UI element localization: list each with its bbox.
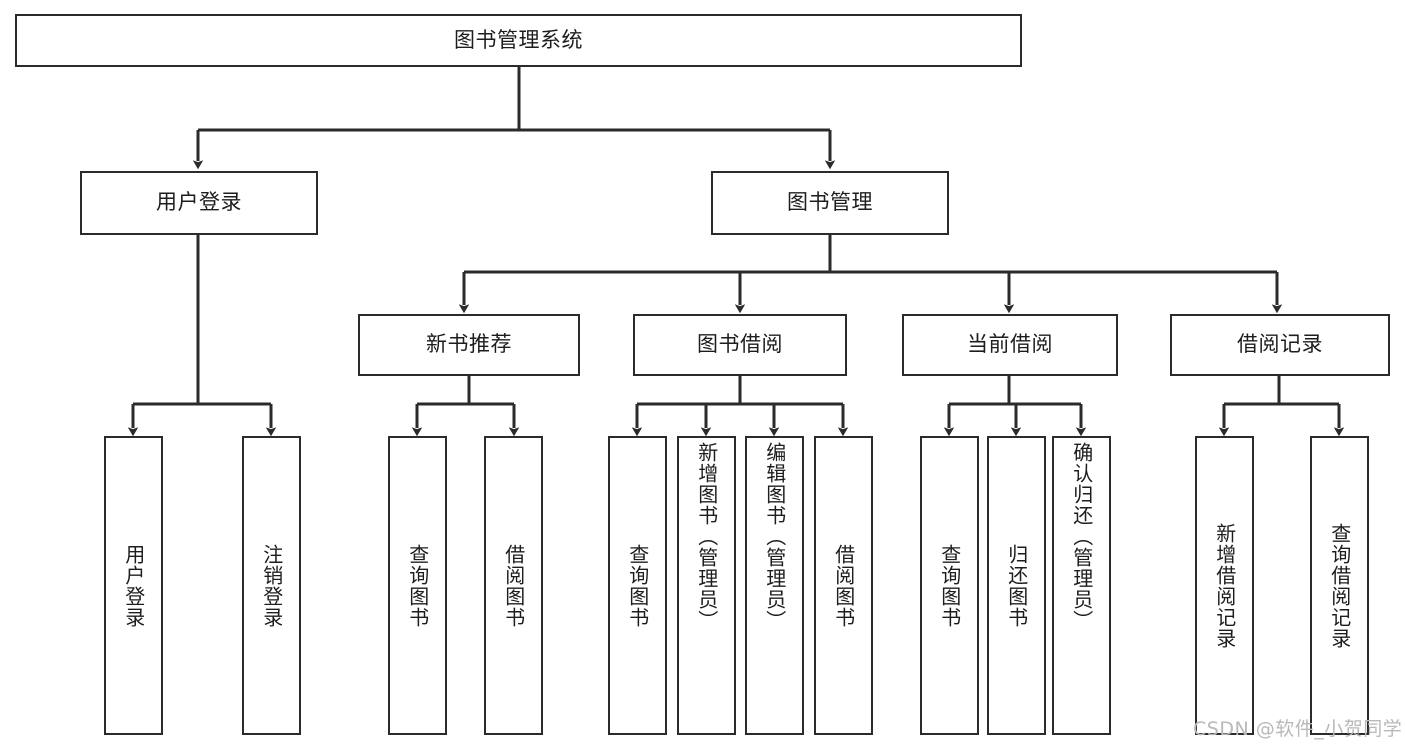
node-root[interactable]: 图书管理系统 — [15, 14, 1022, 67]
node-current-borrow[interactable]: 当前借阅 — [902, 314, 1118, 376]
node-leaf-edit-book[interactable]: 编辑图书（管理员） — [745, 436, 804, 735]
node-leaf-query-book-2[interactable]: 查询图书 — [608, 436, 667, 735]
edges-bookmanagement-to-level3 — [458, 233, 1283, 314]
edges-root-to-level2 — [192, 66, 836, 170]
node-book-borrow[interactable]: 图书借阅 — [633, 314, 847, 376]
node-leaf-edit-book-label: 编辑图书（管理员） — [762, 442, 787, 631]
node-user-login[interactable]: 用户登录 — [80, 171, 318, 235]
node-book-borrow-label: 图书借阅 — [697, 332, 783, 357]
node-book-management[interactable]: 图书管理 — [711, 171, 949, 235]
edges-borrowrecord-to-leaves — [1218, 375, 1345, 437]
node-leaf-user-login[interactable]: 用户登录 — [104, 436, 163, 735]
node-leaf-confirm-return[interactable]: 确认归还（管理员） — [1052, 436, 1111, 735]
node-leaf-borrow-book-1-label: 借阅图书 — [501, 543, 526, 628]
node-leaf-query-borrow-record-label: 查询借阅记录 — [1327, 522, 1352, 649]
node-book-management-label: 图书管理 — [787, 190, 873, 215]
node-new-book-recommend-label: 新书推荐 — [426, 332, 512, 357]
edges-newbook-to-leaves — [411, 375, 520, 437]
node-new-book-recommend[interactable]: 新书推荐 — [358, 314, 580, 376]
node-borrow-record-label: 借阅记录 — [1237, 332, 1323, 357]
node-leaf-return-book[interactable]: 归还图书 — [987, 436, 1046, 735]
edges-bookborrow-to-leaves — [631, 375, 849, 437]
node-leaf-logout-login[interactable]: 注销登录 — [242, 436, 301, 735]
node-current-borrow-label: 当前借阅 — [967, 332, 1053, 357]
node-leaf-logout-login-label: 注销登录 — [259, 543, 284, 628]
node-user-login-label: 用户登录 — [156, 190, 242, 215]
node-leaf-add-borrow-record-label: 新增借阅记录 — [1212, 522, 1237, 649]
edges-userlogin-to-leaves — [127, 234, 277, 437]
node-leaf-query-book-2-label: 查询图书 — [625, 543, 650, 628]
node-leaf-user-login-label: 用户登录 — [121, 543, 146, 628]
node-root-label: 图书管理系统 — [454, 27, 583, 52]
node-leaf-query-book-3[interactable]: 查询图书 — [920, 436, 979, 735]
node-leaf-query-borrow-record[interactable]: 查询借阅记录 — [1310, 436, 1369, 735]
edges-currentborrow-to-leaves — [943, 375, 1087, 437]
node-leaf-add-borrow-record[interactable]: 新增借阅记录 — [1195, 436, 1254, 735]
node-leaf-add-book[interactable]: 新增图书（管理员） — [677, 436, 736, 735]
node-leaf-borrow-book-2[interactable]: 借阅图书 — [814, 436, 873, 735]
node-leaf-add-book-label: 新增图书（管理员） — [694, 442, 719, 631]
node-leaf-borrow-book-1[interactable]: 借阅图书 — [484, 436, 543, 735]
node-leaf-query-book-3-label: 查询图书 — [937, 543, 962, 628]
node-leaf-confirm-return-label: 确认归还（管理员） — [1069, 442, 1094, 631]
node-leaf-query-book-1[interactable]: 查询图书 — [388, 436, 447, 735]
node-leaf-return-book-label: 归还图书 — [1004, 543, 1029, 628]
node-leaf-borrow-book-2-label: 借阅图书 — [831, 543, 856, 628]
node-borrow-record[interactable]: 借阅记录 — [1170, 314, 1390, 376]
node-leaf-query-book-1-label: 查询图书 — [405, 543, 430, 628]
